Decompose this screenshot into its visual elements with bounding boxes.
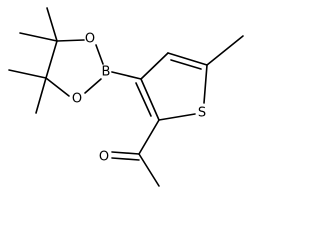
bond-methyl-3 <box>8 69 47 79</box>
bond-c3-c4 <box>140 52 169 80</box>
bond-c2-c3 <box>140 78 160 121</box>
atom-label-sulfur: S <box>198 106 206 121</box>
bond-c5-s <box>203 64 208 104</box>
bond-o-bottom-c <box>45 77 70 97</box>
atom-label-boron: B <box>102 65 111 80</box>
bond-c4-c5-inner <box>170 59 202 70</box>
bond-carbonyl-o <box>111 151 140 155</box>
bond-methyl-4 <box>35 77 47 114</box>
bond-pinacol-c-o-top <box>56 39 85 42</box>
bond-b-c3 <box>111 71 142 80</box>
atom-label-o-carbonyl: O <box>99 150 109 165</box>
bond-c2-c3-inner <box>135 82 152 117</box>
bond-group <box>8 7 244 187</box>
chemical-structure-diagram: O B O S O <box>8 7 244 187</box>
bond-methyl-1 <box>46 7 58 42</box>
bond-methyl-2 <box>19 32 58 42</box>
bond-carbonyl-o-inner <box>111 157 140 161</box>
bond-s-c2 <box>158 113 196 121</box>
bond-acetyl-methyl <box>138 153 160 187</box>
atom-label-group: O B O S O <box>72 32 206 165</box>
bond-pinacol-cc <box>45 40 58 79</box>
bond-b-o-bottom <box>84 78 102 94</box>
bond-o-top-b <box>95 44 104 65</box>
atom-label-o-ring-bottom: O <box>72 92 82 107</box>
bond-c4-c5 <box>167 52 208 66</box>
bond-c2-carbonyl <box>138 119 160 155</box>
atom-label-o-ring-top: O <box>85 32 95 47</box>
bond-c5-methyl <box>206 35 244 66</box>
